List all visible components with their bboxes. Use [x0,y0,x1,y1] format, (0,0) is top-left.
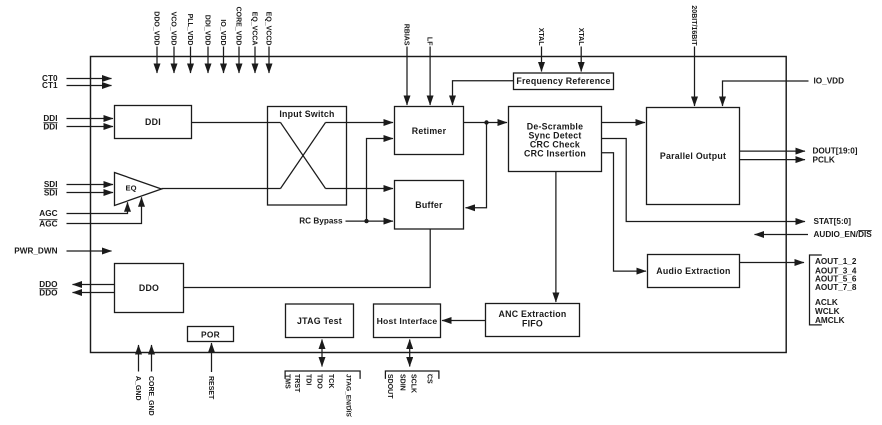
svg-text:IO_VDD: IO_VDD [219,19,226,45]
svg-text:Sync Detect: Sync Detect [528,131,581,141]
svg-text:DDO: DDO [139,283,159,293]
svg-text:SCLK: SCLK [410,374,417,393]
svg-text:EQ_VCCD: EQ_VCCD [265,12,272,46]
svg-text:IO_VDD: IO_VDD [814,77,845,86]
svg-text:PWR_DWN: PWR_DWN [14,247,57,256]
svg-text:TRST: TRST [293,374,300,393]
svg-text:AOUT_7_8: AOUT_7_8 [815,283,857,292]
svg-text:AGC: AGC [39,219,57,228]
svg-text:AGC: AGC [39,209,57,218]
svg-text:EQ: EQ [126,184,137,193]
svg-text:TCK: TCK [327,374,334,388]
svg-text:XTAL: XTAL [537,28,544,46]
svg-text:RC Bypass: RC Bypass [299,217,343,226]
svg-text:20BIT/16BIT: 20BIT/16BIT [690,5,697,46]
svg-text:De-Scramble: De-Scramble [527,122,584,132]
svg-text:EQ_VCCA: EQ_VCCA [251,12,258,46]
svg-text:CT0: CT0 [42,74,58,83]
svg-text:CS: CS [426,374,433,384]
svg-text:FIFO: FIFO [522,319,543,329]
svg-text:SDIN: SDIN [398,374,405,391]
svg-text:SDOUT: SDOUT [386,374,393,399]
svg-text:TDO: TDO [316,374,323,389]
svg-text:DDI: DDI [145,117,161,127]
svg-text:PLL_VDD: PLL_VDD [186,14,193,46]
svg-text:TDI: TDI [305,374,312,385]
svg-text:SDI: SDI [44,180,58,189]
svg-text:Retimer: Retimer [412,126,447,136]
svg-text:PCLK: PCLK [813,155,835,164]
svg-text:ANC Extraction: ANC Extraction [498,309,566,319]
svg-text:DDI: DDI [43,122,57,131]
svg-text:RESET: RESET [207,376,214,400]
svg-text:WCLK: WCLK [815,307,840,316]
svg-text:LF: LF [426,37,433,46]
svg-text:JTAG_EN/DIS: JTAG_EN/DIS [345,374,352,417]
svg-text:STAT[5:0]: STAT[5:0] [814,217,852,226]
svg-text:XTAL: XTAL [577,28,584,46]
svg-text:DDI_VDD: DDI_VDD [204,15,211,46]
svg-text:SDI: SDI [44,188,58,197]
svg-text:DDO_VDD: DDO_VDD [153,11,160,45]
svg-text:JTAG Test: JTAG Test [297,316,342,326]
svg-text:AOUT_1_2: AOUT_1_2 [815,257,857,266]
svg-text:POR: POR [201,329,220,339]
svg-text:CORE_VDD: CORE_VDD [235,7,242,46]
svg-text:CRC Insertion: CRC Insertion [524,148,586,158]
svg-text:Buffer: Buffer [415,200,443,210]
svg-text:DDI: DDI [43,114,57,123]
svg-text:AOUT_5_6: AOUT_5_6 [815,275,857,284]
svg-text:CT1: CT1 [42,81,58,90]
svg-text:AMCLK: AMCLK [815,316,845,325]
svg-text:AUDIO_EN/DIS: AUDIO_EN/DIS [814,230,873,239]
svg-text:Parallel Output: Parallel Output [660,151,726,161]
svg-text:RBIAS: RBIAS [403,24,410,46]
svg-text:Input Switch: Input Switch [279,109,334,119]
svg-text:TMS: TMS [284,374,291,389]
svg-text:ACLK: ACLK [815,298,838,307]
svg-text:CORE_GND: CORE_GND [147,376,154,416]
svg-text:CRC Check: CRC Check [530,140,580,150]
svg-text:Frequency Reference: Frequency Reference [516,76,610,86]
svg-text:Audio Extraction: Audio Extraction [656,266,730,276]
svg-text:DDO: DDO [39,280,58,289]
svg-text:Host Interface: Host Interface [377,316,438,326]
svg-text:DDO: DDO [39,288,58,297]
svg-text:DOUT[19:0]: DOUT[19:0] [813,147,858,156]
svg-text:AOUT_3_4: AOUT_3_4 [815,266,857,275]
svg-text:A_GND: A_GND [134,376,141,401]
svg-text:VCO_VDD: VCO_VDD [170,12,177,46]
